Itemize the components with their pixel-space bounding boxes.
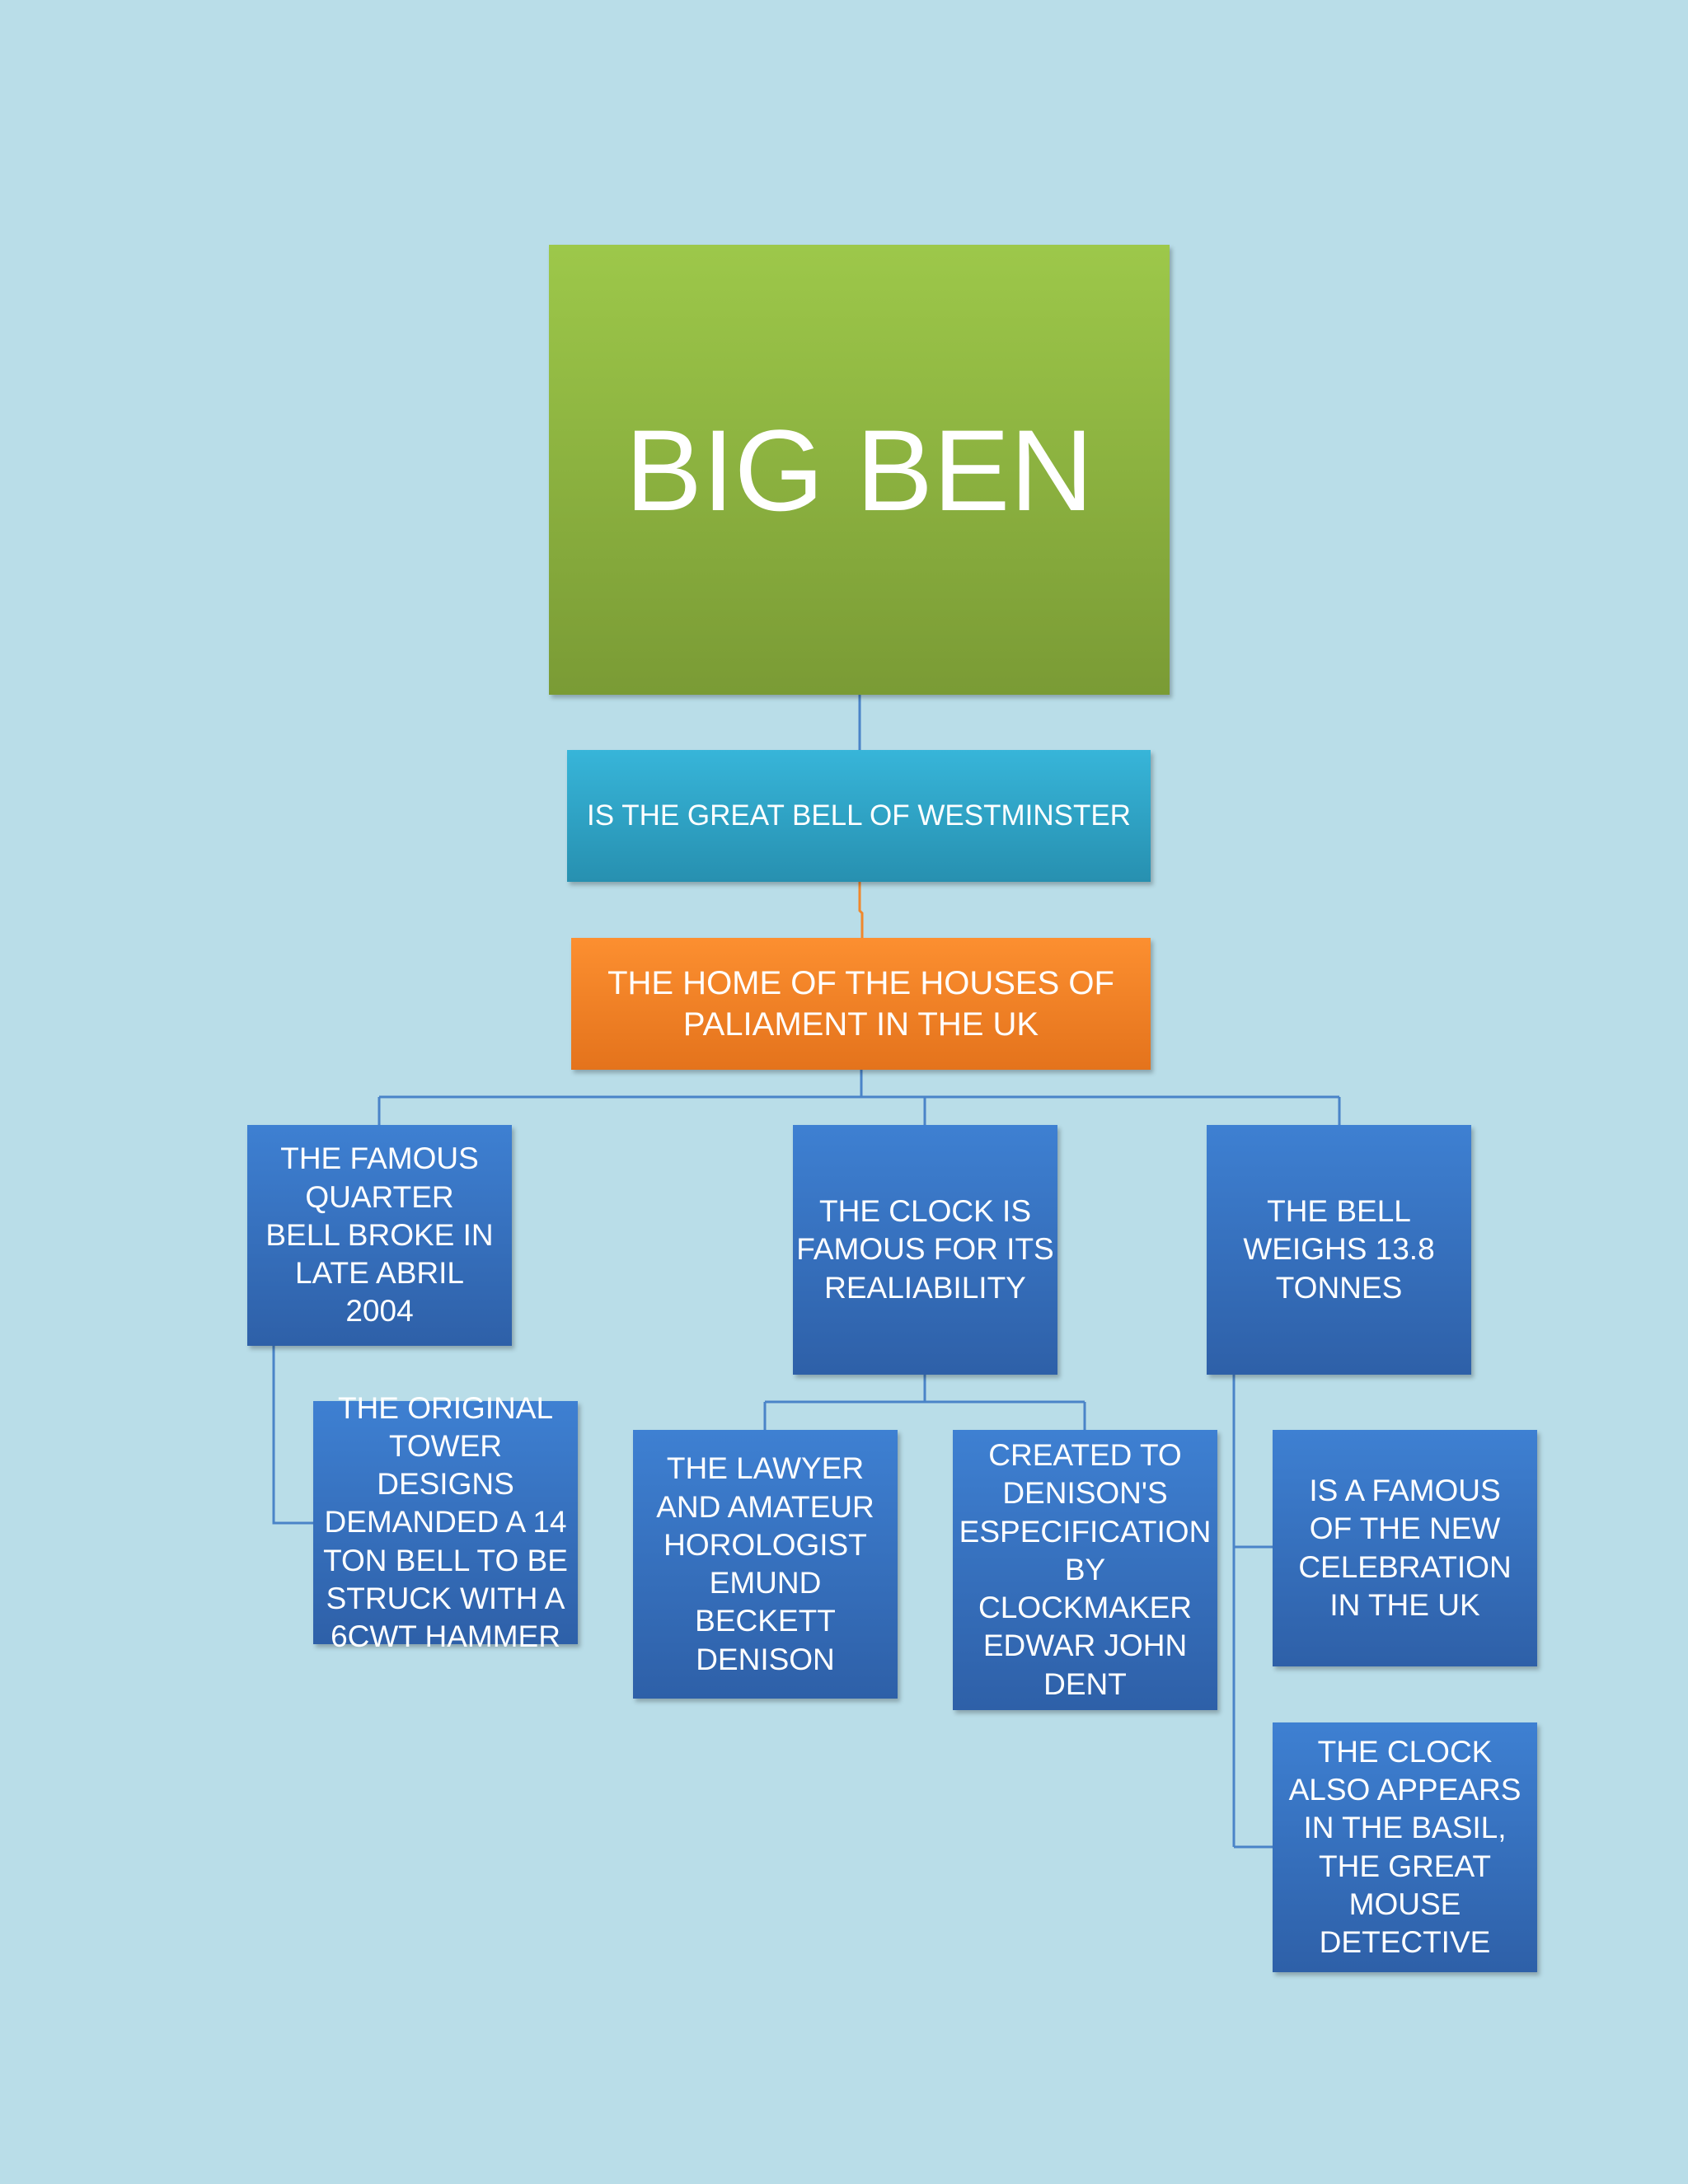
branch-node-bell-weight: THE BELL WEIGHS 13.8 TONNES <box>1207 1125 1471 1375</box>
leaf-node-label: THE LAWYER AND AMATEUR HOROLOGIST EMUND … <box>656 1451 874 1676</box>
connector-level1-level2 <box>858 882 864 938</box>
leaf-node-lawyer-horologist: THE LAWYER AND AMATEUR HOROLOGIST EMUND … <box>633 1430 898 1699</box>
connector-branch2-children <box>763 1375 1086 1430</box>
leaf-node-label: IS A FAMOUS OF THE NEW CELEBRATION IN TH… <box>1298 1474 1512 1622</box>
branch-node-label: THE CLOCK IS FAMOUS FOR ITS REALIABILITY <box>796 1194 1054 1305</box>
connector-level2-branches <box>377 1070 1341 1125</box>
connector-branch1-child <box>272 1346 313 1525</box>
root-node-big-ben: BIG BEN <box>549 245 1170 695</box>
level1-node-label: IS THE GREAT BELL OF WESTMINSTER <box>587 799 1131 832</box>
leaf-node-label: CREATED TO DENISON'S ESPECIFICATION BY C… <box>959 1438 1212 1701</box>
connector-branch3-children <box>1232 1375 1273 1849</box>
level2-node-label: THE HOME OF THE HOUSES OF PALIAMENT IN T… <box>607 965 1114 1043</box>
leaf-node-tower-designs: THE ORIGINAL TOWER DESIGNS DEMANDED A 14… <box>313 1391 578 1653</box>
leaf-node-great-mouse-detective: THE CLOCK ALSO APPEARS IN THE BASIL, THE… <box>1273 1722 1537 1972</box>
level1-node: IS THE GREAT BELL OF WESTMINSTER <box>567 750 1151 882</box>
branch-node-label: THE BELL WEIGHS 13.8 TONNES <box>1243 1194 1435 1305</box>
leaf-node-clockmaker-dent: CREATED TO DENISON'S ESPECIFICATION BY C… <box>953 1430 1217 1710</box>
branch-node-clock-reliability: THE CLOCK IS FAMOUS FOR ITS REALIABILITY <box>793 1125 1057 1375</box>
leaf-node-new-celebration: IS A FAMOUS OF THE NEW CELEBRATION IN TH… <box>1273 1430 1537 1666</box>
branch-node-quarter-bell: THE FAMOUS QUARTER BELL BROKE IN LATE AB… <box>247 1125 512 1346</box>
leaf-node-label: THE CLOCK ALSO APPEARS IN THE BASIL, THE… <box>1288 1734 1522 1959</box>
branch-node-label: THE FAMOUS QUARTER BELL BROKE IN LATE AB… <box>265 1141 494 1329</box>
root-node-label: BIG BEN <box>625 405 1094 535</box>
level2-node: THE HOME OF THE HOUSES OF PALIAMENT IN T… <box>571 938 1151 1070</box>
leaf-node-label: THE ORIGINAL TOWER DESIGNS DEMANDED A 14… <box>323 1390 568 1654</box>
